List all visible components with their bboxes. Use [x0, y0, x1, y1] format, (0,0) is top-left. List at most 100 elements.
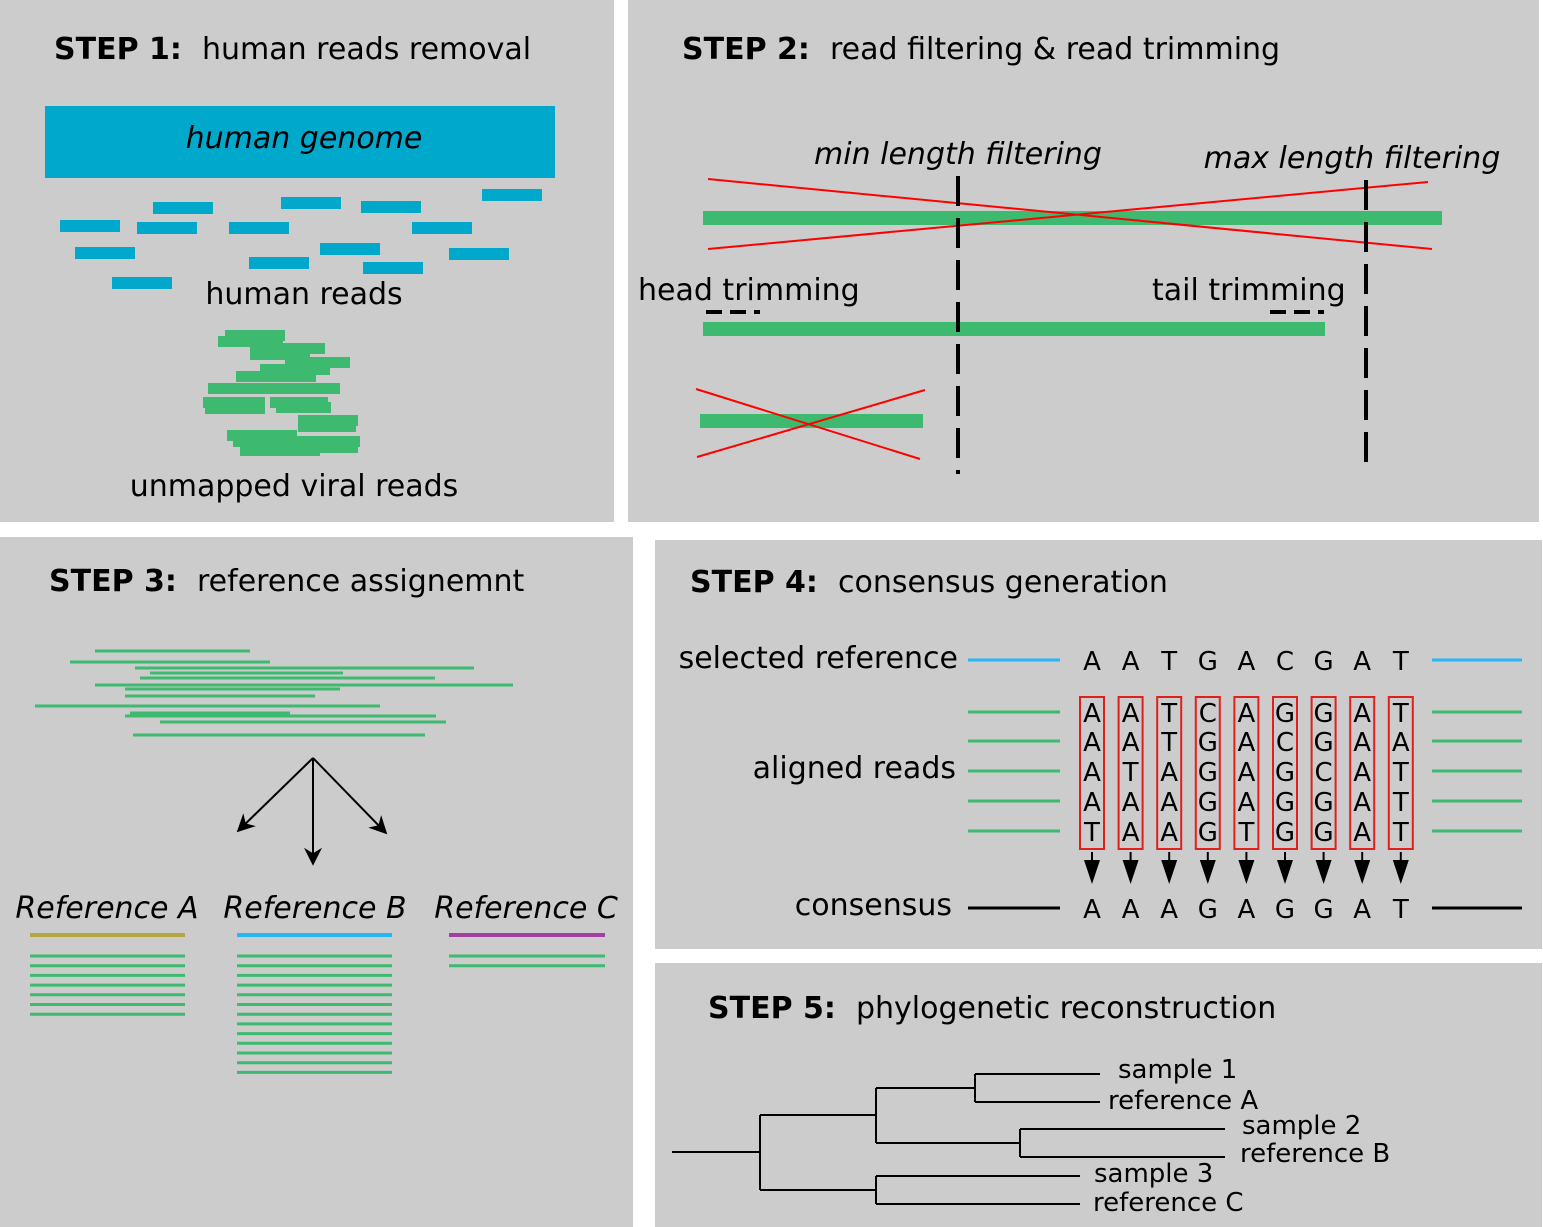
leaf-label-reference-c: reference C [1093, 1188, 1244, 1218]
consensus-base: G [1275, 895, 1295, 925]
viral-read [250, 343, 325, 354]
human-read [361, 201, 421, 213]
aligned-base: A [1083, 758, 1101, 788]
alignment-column-box [1272, 696, 1298, 850]
step1-step-label: STEP 1: [54, 32, 182, 67]
human-read [363, 262, 423, 274]
leaf-label-sample-3: sample 3 [1094, 1159, 1213, 1189]
aligned-base: T [1237, 818, 1254, 848]
consensus-base: G [1314, 895, 1334, 925]
aligned-base: T [1083, 818, 1100, 848]
aligned-base: A [1122, 699, 1140, 729]
reference-base: A [1083, 647, 1101, 677]
aligned-base: A [1238, 728, 1256, 758]
aligned-base: G [1314, 699, 1334, 729]
aligned-base: A [1160, 758, 1178, 788]
short-read-cross-2 [696, 389, 926, 458]
viral-reads-group [203, 330, 360, 456]
step2-panel [628, 0, 1539, 522]
alignment-column-box [1349, 696, 1376, 850]
viral-reads-label: unmapped viral reads [130, 469, 459, 504]
human-read [112, 277, 172, 289]
aligned-base: A [1160, 818, 1178, 848]
consensus-arrow-head [1084, 860, 1100, 884]
viral-read [205, 403, 265, 414]
consensus-arrow-head [1315, 860, 1332, 884]
aligned-base: A [1122, 818, 1140, 848]
human-genome-label: human genome [186, 121, 423, 156]
reference-c-label: Reference C [434, 891, 618, 926]
viral-read [250, 349, 310, 360]
alignment-column-box [1079, 696, 1105, 850]
phylogenetic-tree [672, 1073, 1225, 1205]
selected-reference-label: selected reference [679, 641, 958, 676]
aligned-base: G [1275, 758, 1295, 788]
human-read [449, 248, 509, 260]
step3-title: reference assignemnt [197, 564, 525, 599]
human-read [153, 202, 213, 214]
aligned-base: T [1122, 758, 1139, 788]
aligned-base: A [1122, 728, 1140, 758]
step5-title: phylogenetic reconstruction [856, 991, 1276, 1026]
tail-trimming-label: tail trimming [1152, 273, 1346, 308]
aligned-base: G [1275, 788, 1295, 818]
alignment-column-box [1233, 696, 1260, 850]
step2-step-label: STEP 2: [682, 32, 810, 67]
viral-read [285, 357, 350, 368]
consensus-arrow-head [1354, 860, 1371, 884]
consensus-base: A [1238, 895, 1256, 925]
aligned-base: T [1392, 818, 1409, 848]
viral-read [203, 397, 265, 408]
reference-groups [30, 933, 605, 1074]
aligned-base: C [1315, 758, 1333, 788]
consensus-arrow-head [1122, 860, 1139, 884]
aligned-base: G [1314, 728, 1334, 758]
viral-read [298, 415, 358, 426]
aligned-base: G [1198, 728, 1218, 758]
human-read [60, 220, 120, 232]
viral-read [265, 383, 340, 394]
head-trimming-label: head trimming [638, 273, 860, 308]
human-read [320, 243, 380, 255]
aligned-reads-label: aligned reads [753, 751, 956, 786]
viral-read [298, 421, 356, 432]
long-read-cross-1 [707, 178, 1433, 250]
leaf-label-reference-a: reference A [1108, 1086, 1258, 1116]
viral-read [227, 430, 297, 441]
alignment-column-box [1387, 696, 1414, 850]
aligned-base: C [1276, 728, 1294, 758]
arrow-to-reference-a [236, 757, 314, 833]
trimmed-read [703, 322, 1325, 336]
aligned-base: G [1275, 818, 1295, 848]
viral-read [225, 330, 285, 341]
aligned-base: A [1353, 788, 1371, 818]
short-read [700, 414, 923, 428]
consensus-arrow-head [1238, 860, 1255, 884]
step2-title: read filtering & read trimming [830, 32, 1280, 67]
viral-read [240, 445, 320, 456]
aligned-base: A [1392, 728, 1410, 758]
step3-step-label: STEP 3: [49, 564, 177, 599]
long-read [703, 211, 1442, 225]
human-read [75, 247, 135, 259]
aligned-base: T [1392, 758, 1409, 788]
step5-step-label: STEP 5: [708, 991, 836, 1026]
viral-read [260, 364, 330, 375]
consensus-base: T [1392, 895, 1409, 925]
human-read [229, 222, 289, 234]
alignment-column-box [1310, 696, 1337, 850]
viral-read [208, 383, 288, 394]
viral-read [298, 442, 358, 453]
consensus-arrow-head [1392, 860, 1409, 884]
aligned-base: C [1199, 699, 1217, 729]
reference-base: A [1353, 647, 1371, 677]
aligned-base: A [1122, 788, 1140, 818]
consensus-base: A [1353, 895, 1371, 925]
aligned-base: A [1353, 699, 1371, 729]
viral-read [233, 436, 295, 447]
reference-a-label: Reference A [15, 891, 198, 926]
aligned-base: G [1198, 818, 1218, 848]
step4-step-label: STEP 4: [690, 565, 818, 600]
step1-title: human reads removal [202, 32, 531, 67]
reference-b-label: Reference B [223, 891, 406, 926]
